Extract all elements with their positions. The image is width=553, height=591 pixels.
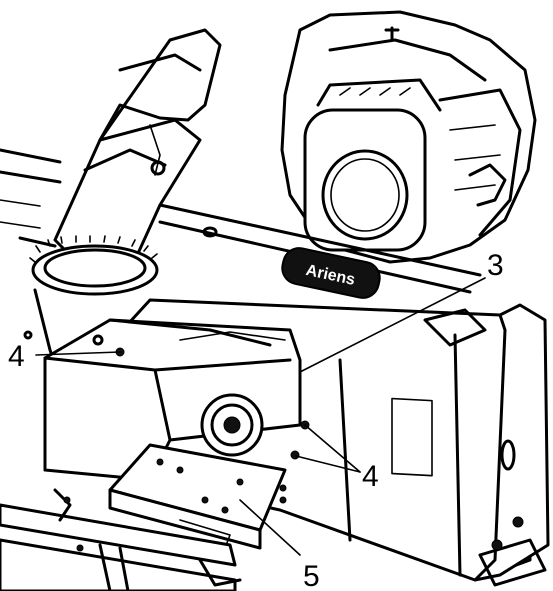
callout-4-left: 4 bbox=[8, 340, 25, 373]
mounting-plate bbox=[108, 443, 287, 550]
engine bbox=[280, 10, 537, 264]
callout-3: 3 bbox=[487, 249, 504, 282]
brand-decal: Ariens bbox=[281, 247, 381, 299]
callout-4-right: 4 bbox=[362, 460, 379, 493]
discharge-chute bbox=[18, 28, 222, 382]
callout-5: 5 bbox=[303, 560, 320, 591]
leader-lines bbox=[35, 277, 486, 556]
tractor-frame bbox=[0, 488, 242, 591]
gearbox-cover bbox=[43, 318, 302, 482]
engine-recoil-cover bbox=[303, 108, 427, 252]
